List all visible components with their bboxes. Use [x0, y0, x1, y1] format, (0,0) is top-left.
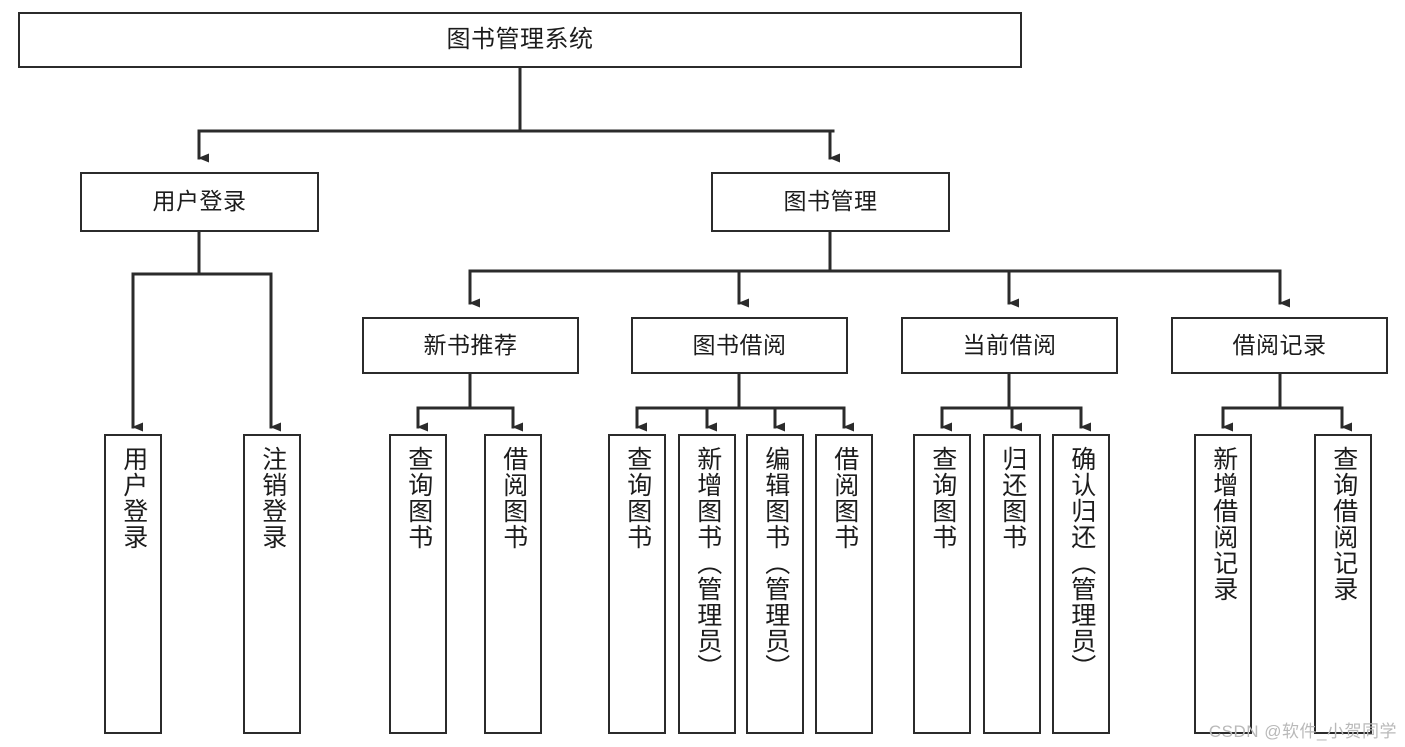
node-label: 新增图书（管理员）: [693, 446, 722, 680]
node-root-system[interactable]: 图书管理系统: [18, 12, 1022, 68]
node-current-borrow[interactable]: 当前借阅: [901, 317, 1118, 374]
node-label: 编辑图书（管理员）: [761, 446, 790, 680]
node-label: 图书借阅: [692, 331, 787, 358]
node-label: 图书管理系统: [446, 25, 594, 53]
node-label: 归还图书: [998, 446, 1027, 550]
leaf-query-book-recommend[interactable]: 查询图书: [389, 434, 447, 734]
leaf-logout-login[interactable]: 注销登录: [243, 434, 301, 734]
node-user-login[interactable]: 用户登录: [80, 172, 319, 232]
node-label: 当前借阅: [962, 331, 1057, 358]
node-label: 借阅记录: [1232, 331, 1327, 358]
node-book-borrow[interactable]: 图书借阅: [631, 317, 848, 374]
node-label: 新书推荐: [423, 331, 518, 358]
leaf-borrow-book-recommend[interactable]: 借阅图书: [484, 434, 542, 734]
leaf-confirm-return-admin[interactable]: 确认归还（管理员）: [1052, 434, 1110, 734]
node-label: 借阅图书: [499, 446, 528, 550]
node-label: 借阅图书: [830, 446, 859, 550]
leaf-add-book-admin[interactable]: 新增图书（管理员）: [678, 434, 736, 734]
node-book-manage[interactable]: 图书管理: [711, 172, 950, 232]
node-label: 注销登录: [258, 446, 287, 550]
leaf-return-book[interactable]: 归还图书: [983, 434, 1041, 734]
leaf-query-book-borrow[interactable]: 查询图书: [608, 434, 666, 734]
leaf-add-borrow-record[interactable]: 新增借阅记录: [1194, 434, 1252, 734]
node-label: 查询图书: [928, 446, 957, 550]
node-label: 查询图书: [404, 446, 433, 550]
node-label: 查询借阅记录: [1329, 446, 1358, 602]
node-label: 确认归还（管理员）: [1067, 446, 1096, 680]
leaf-borrow-book[interactable]: 借阅图书: [815, 434, 873, 734]
node-label: 图书管理: [783, 188, 878, 215]
leaf-user-login[interactable]: 用户登录: [104, 434, 162, 734]
node-label: 用户登录: [119, 446, 148, 550]
csdn-watermark: CSDN @软件_小贺同学: [1208, 722, 1397, 741]
leaf-query-book-current[interactable]: 查询图书: [913, 434, 971, 734]
node-borrow-record[interactable]: 借阅记录: [1171, 317, 1388, 374]
node-new-book-recommend[interactable]: 新书推荐: [362, 317, 579, 374]
node-label: 用户登录: [152, 188, 247, 215]
node-label: 查询图书: [623, 446, 652, 550]
node-label: 新增借阅记录: [1209, 446, 1238, 602]
leaf-edit-book-admin[interactable]: 编辑图书（管理员）: [746, 434, 804, 734]
leaf-query-borrow-record[interactable]: 查询借阅记录: [1314, 434, 1372, 734]
